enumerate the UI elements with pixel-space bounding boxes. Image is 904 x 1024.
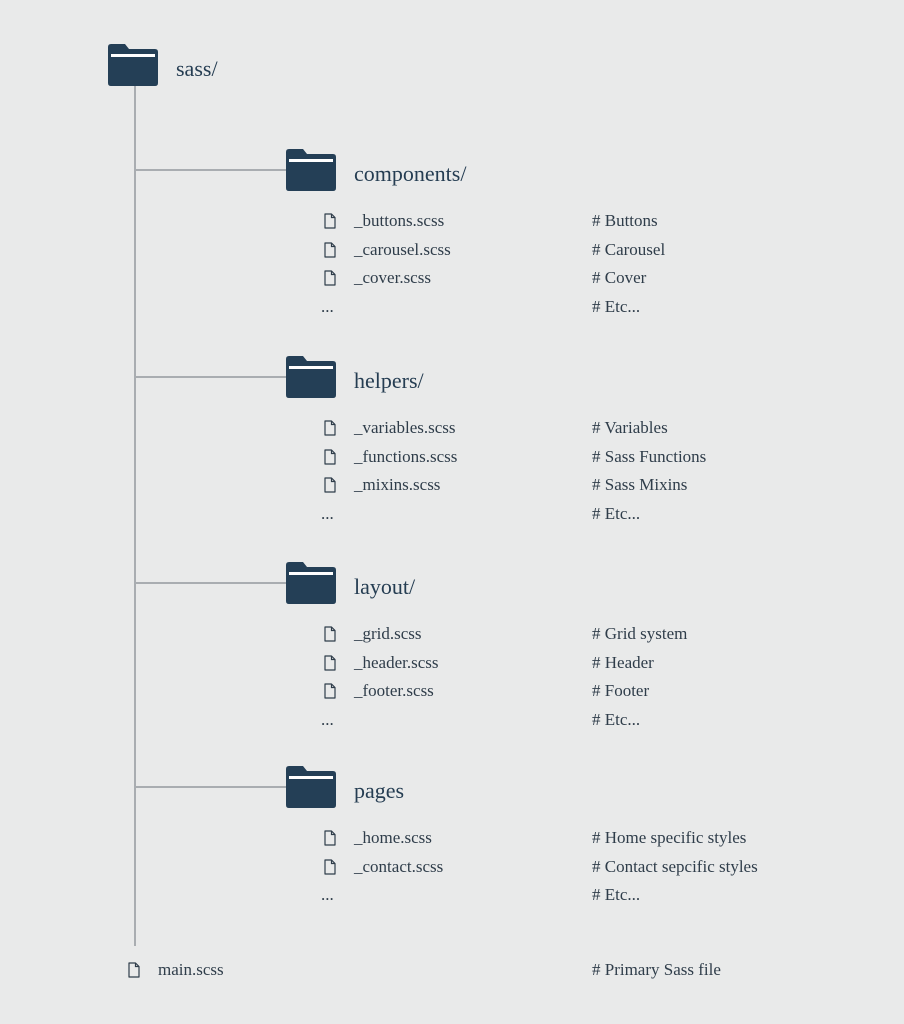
more-files-ellipsis: ... xyxy=(321,885,334,904)
more-files-comment: # Etc... xyxy=(592,709,641,729)
file-comment: # Header xyxy=(592,652,654,672)
folder-icon[interactable] xyxy=(286,562,336,604)
file-comment: # Variables xyxy=(592,418,668,437)
file-icon xyxy=(324,858,336,875)
file-icon xyxy=(324,654,336,671)
tree-branch-line xyxy=(134,786,286,788)
more-files-ellipsis: ... xyxy=(321,709,334,729)
tree-trunk-line xyxy=(134,86,136,946)
tree-branch-line xyxy=(134,169,286,171)
file-icon xyxy=(324,420,336,436)
more-files-ellipsis: ... xyxy=(321,296,334,316)
folder-icon[interactable] xyxy=(286,766,336,808)
more-files-comment: # Etc... xyxy=(592,503,641,523)
file-icon xyxy=(324,830,336,846)
file-name[interactable]: _home.scss xyxy=(354,828,432,847)
file-comment: # Carousel xyxy=(592,239,666,259)
main-file-comment: # Primary Sass file xyxy=(592,960,721,979)
file-comment: # Home specific styles xyxy=(592,828,747,847)
file-comment: # Buttons xyxy=(592,211,658,230)
file-icon xyxy=(324,683,336,699)
folder-label[interactable]: pages xyxy=(354,778,405,803)
file-name[interactable]: _header.scss xyxy=(354,652,439,672)
tree-branch-line xyxy=(134,582,286,584)
root-folder-label[interactable]: sass/ xyxy=(176,56,218,81)
file-name[interactable]: _carousel.scss xyxy=(354,239,451,259)
file-icon xyxy=(324,241,336,258)
tree-branch-line xyxy=(134,376,286,378)
more-files-comment: # Etc... xyxy=(592,885,641,904)
file-comment: # Sass Functions xyxy=(592,446,707,466)
file-name[interactable]: _functions.scss xyxy=(354,446,458,466)
file-name[interactable]: _variables.scss xyxy=(354,418,456,437)
file-comment: # Contact sepcific styles xyxy=(592,856,758,876)
file-icon xyxy=(128,962,140,978)
file-name[interactable]: _buttons.scss xyxy=(354,211,445,230)
more-files-ellipsis: ... xyxy=(321,503,334,523)
more-files-comment: # Etc... xyxy=(592,296,641,316)
file-name[interactable]: _grid.scss xyxy=(354,624,422,643)
folder-icon[interactable] xyxy=(108,44,158,86)
file-icon xyxy=(324,477,336,493)
file-icon xyxy=(324,213,336,229)
file-name[interactable]: _footer.scss xyxy=(354,681,434,700)
file-icon xyxy=(324,270,336,286)
file-name[interactable]: _cover.scss xyxy=(354,268,431,287)
main-file-name[interactable]: main.scss xyxy=(158,960,224,979)
file-icon xyxy=(324,626,336,642)
file-name[interactable]: _mixins.scss xyxy=(354,475,441,494)
folder-label[interactable]: layout/ xyxy=(354,574,416,599)
folder-label[interactable]: components/ xyxy=(354,161,467,186)
file-name[interactable]: _contact.scss xyxy=(354,856,444,876)
file-comment: # Footer xyxy=(592,681,650,700)
file-comment: # Grid system xyxy=(592,624,688,643)
file-comment: # Sass Mixins xyxy=(592,475,688,494)
folder-icon[interactable] xyxy=(286,149,336,191)
file-icon xyxy=(324,448,336,465)
folder-label[interactable]: helpers/ xyxy=(354,368,424,393)
file-comment: # Cover xyxy=(592,268,647,287)
folder-icon[interactable] xyxy=(286,356,336,398)
